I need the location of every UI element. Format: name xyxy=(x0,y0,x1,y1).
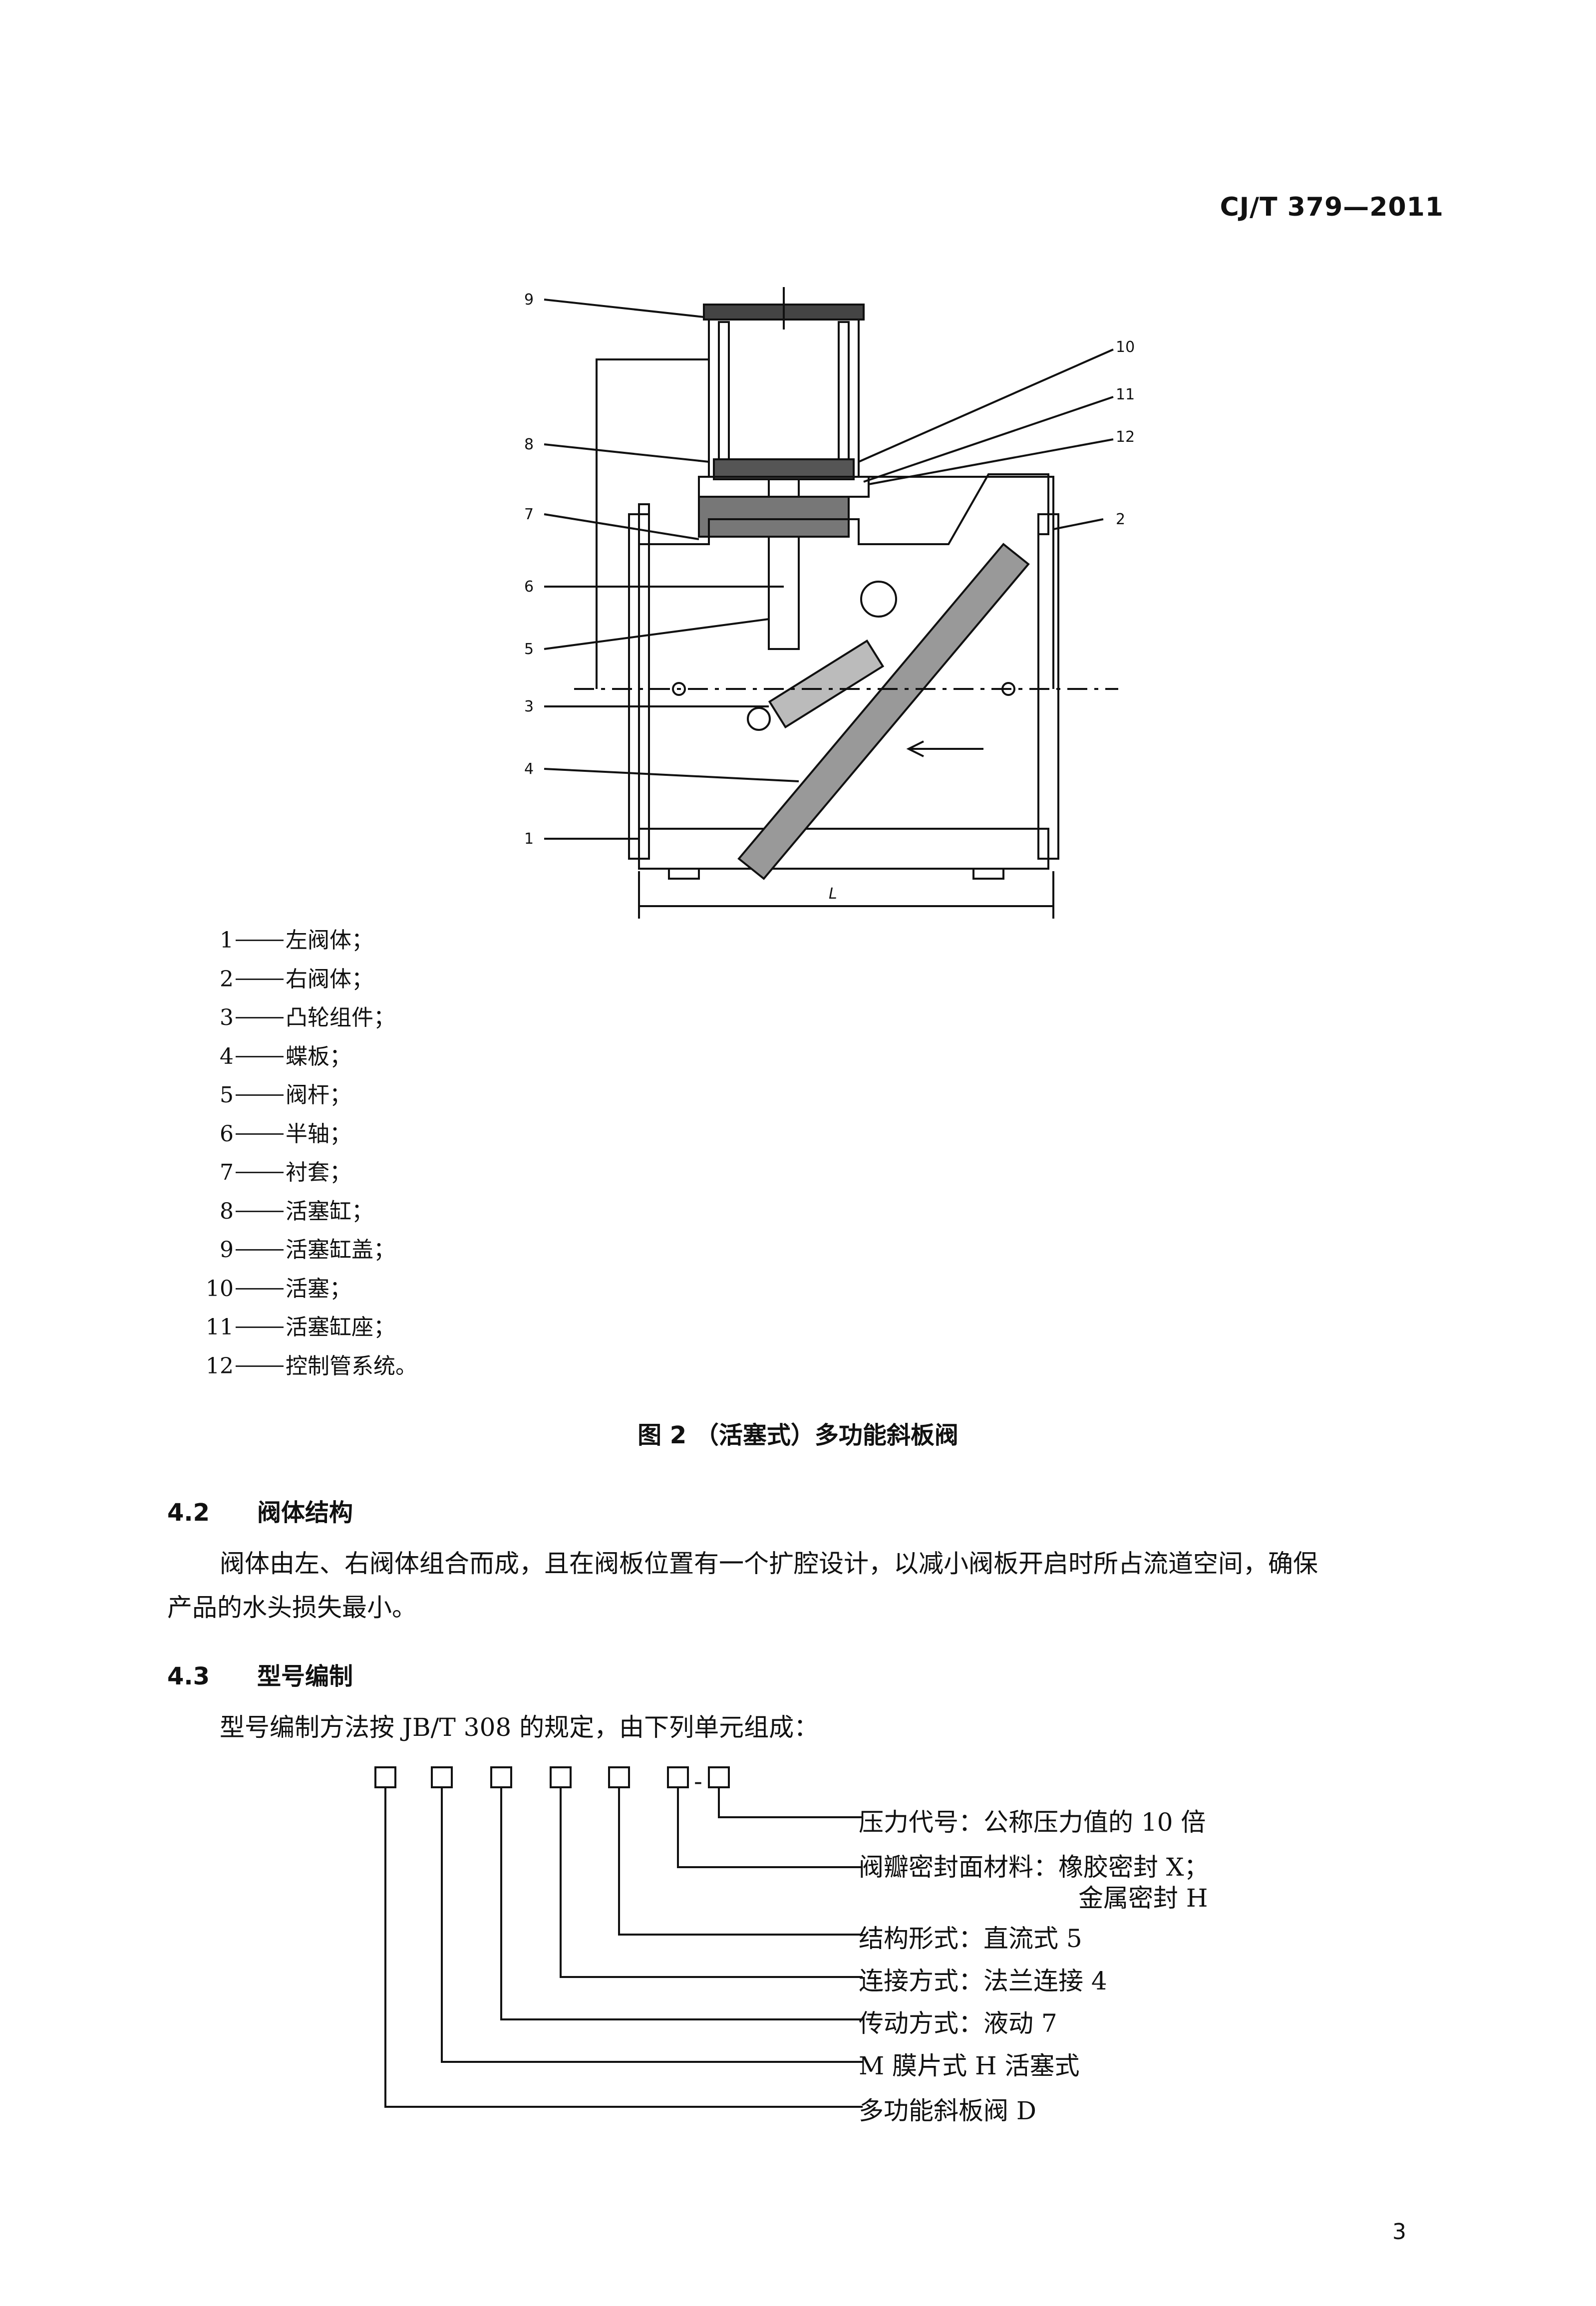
callout-1: 1 xyxy=(524,830,534,848)
section-heading-4-2: 4.2 阀体结构 xyxy=(167,1493,353,1528)
body-paragraph-line: 产品的水头损失最小。 xyxy=(167,1593,417,1622)
model-code-diagram: - xyxy=(374,1766,863,2108)
callout-7: 7 xyxy=(524,506,534,523)
section-number: 4.3 xyxy=(167,1662,210,1690)
section-title: 型号编制 xyxy=(257,1662,353,1690)
section-title: 阀体结构 xyxy=(257,1499,353,1527)
model-code-label: M 膜片式 H 活塞式 xyxy=(859,2051,1080,2080)
body-paragraph-line: 阀体由左、右阀体组合而成，且在阀板位置有一个扩腔设计，以减小阀板开启时所占流道空… xyxy=(220,1549,1318,1578)
model-code-label: 金属密封 H xyxy=(1078,1884,1208,1913)
valve-drawing: 9 8 7 6 5 3 4 1 10 11 12 2 L xyxy=(524,287,1135,919)
section-number: 4.2 xyxy=(167,1499,210,1527)
model-code-label: 连接方式：法兰连接 4 xyxy=(859,1967,1107,1995)
section-heading-4-3: 4.3 型号编制 xyxy=(167,1656,353,1691)
figure-caption: 图 2 （活塞式）多功能斜板阀 xyxy=(638,1421,958,1449)
model-code-separator: - xyxy=(694,1767,702,1796)
callout-3: 3 xyxy=(524,698,534,715)
callout-10: 10 xyxy=(1116,338,1135,356)
callout-11: 11 xyxy=(1116,386,1135,403)
callout-4: 4 xyxy=(524,760,534,778)
model-code-label: 多功能斜板阀 D xyxy=(859,2096,1036,2125)
callout-8: 8 xyxy=(524,436,534,453)
callout-12: 12 xyxy=(1116,428,1135,446)
callout-5: 5 xyxy=(524,641,534,658)
callout-2: 2 xyxy=(1116,511,1125,528)
standard-code: CJ/T 379—2011 xyxy=(1220,192,1444,222)
model-code-label: 传动方式：液动 7 xyxy=(859,2009,1057,2038)
callout-9: 9 xyxy=(524,291,534,309)
model-code-label: 结构形式：直流式 5 xyxy=(859,1924,1082,1953)
page-number: 3 xyxy=(1392,2219,1406,2245)
model-code-label: 压力代号：公称压力值的 10 倍 xyxy=(859,1808,1206,1837)
model-code-label: 阀瓣密封面材料：橡胶密封 X； xyxy=(859,1853,1209,1882)
dimension-label-l: L xyxy=(829,885,837,903)
callout-6: 6 xyxy=(524,578,534,596)
model-code-intro: 型号编制方法按 JB/T 308 的规定，由下列单元组成： xyxy=(220,1713,819,1742)
